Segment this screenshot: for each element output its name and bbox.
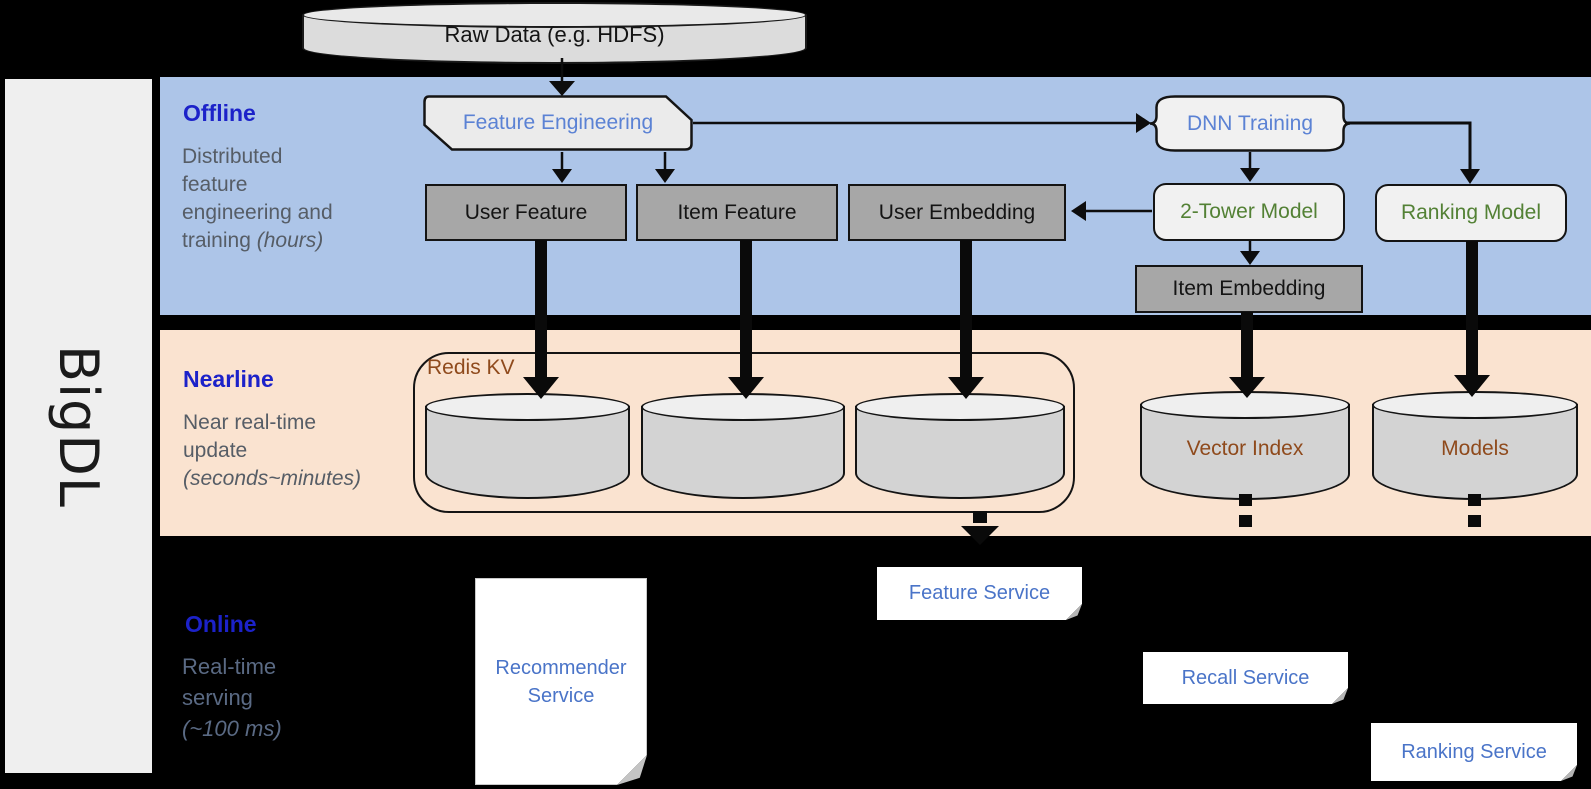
feature-service-node: Feature Service <box>877 567 1082 620</box>
raw-data-store: Raw Data (e.g. HDFS) <box>302 2 807 64</box>
offline-subtitle-line4: training (hours) <box>182 229 324 252</box>
raw-data-cylinder-top <box>302 2 807 28</box>
redis-cylinder-3-body <box>855 406 1065 499</box>
online-subtitle: Real-time serving (~100 ms) <box>182 651 282 744</box>
online-title: Online <box>185 611 257 637</box>
two-tower-model-label: 2-Tower Model <box>1180 200 1318 223</box>
online-subtitle-line2: serving <box>182 685 253 710</box>
offline-subtitle-line1: Distributed <box>182 145 283 168</box>
user-embedding-node: User Embedding <box>848 184 1066 241</box>
nearline-subtitle-line2: update <box>183 439 248 462</box>
redis-cylinder-2-top <box>641 393 845 421</box>
feature-service-label: Feature Service <box>908 582 1051 604</box>
feature-engineering-shape <box>423 95 693 151</box>
item-embedding-node: Item Embedding <box>1135 265 1363 313</box>
redis-cylinder-3 <box>855 393 1065 499</box>
models-cylinder-body <box>1372 404 1578 500</box>
recommender-service-label: Recommender Service <box>495 656 627 707</box>
document-fold-corner-icon <box>617 755 647 785</box>
fold-corner-icon <box>1332 688 1348 704</box>
online-subtitle-line1: Real-time <box>182 654 277 679</box>
redis-cylinder-2 <box>641 393 845 499</box>
vector-index-label: Vector Index <box>1186 437 1304 460</box>
nearline-subtitle: Near real-time update (seconds~minutes) <box>183 409 361 493</box>
ranking-service-label: Ranking Service <box>1401 740 1547 763</box>
bigdl-logo-text: BigDL <box>47 344 110 508</box>
raw-data-label: Raw Data (e.g. HDFS) <box>444 22 665 47</box>
models-store: Models <box>1372 391 1578 500</box>
recommender-service-node: Recommender Service <box>475 578 647 785</box>
ranking-service-node: Ranking Service <box>1371 723 1577 781</box>
models-label: Models <box>1441 437 1509 460</box>
dnn-training-shape <box>1149 95 1351 152</box>
fold-corner-icon <box>1561 765 1577 781</box>
feature-engineering-node: Feature Engineering <box>423 95 693 151</box>
redis-cylinder-1-body <box>425 406 630 499</box>
models-cylinder-top <box>1372 391 1578 419</box>
offline-subtitle-line2: feature <box>182 173 248 196</box>
user-feature-node: User Feature <box>425 184 627 241</box>
recall-service-label: Recall Service <box>1181 666 1310 689</box>
redis-cylinder-3-top <box>855 393 1065 421</box>
nearline-subtitle-line1: Near real-time <box>183 411 317 434</box>
fold-corner-icon <box>1066 604 1082 620</box>
offline-subtitle: Distributed feature engineering and trai… <box>182 143 333 255</box>
item-embedding-label: Item Embedding <box>1172 277 1326 300</box>
dnn-training-label: DNN Training <box>1186 111 1314 135</box>
nearline-subtitle-line3: (seconds~minutes) <box>183 467 361 490</box>
ranking-model-node: Ranking Model <box>1375 184 1567 242</box>
item-feature-node: Item Feature <box>636 184 838 241</box>
offline-subtitle-line3: engineering and <box>182 201 333 224</box>
dnn-training-node: DNN Training <box>1147 95 1353 152</box>
online-subtitle-line3: (~100 ms) <box>182 716 282 741</box>
redis-cylinder-1 <box>425 393 630 499</box>
two-tower-model-node: 2-Tower Model <box>1153 183 1345 241</box>
nearline-title: Nearline <box>183 366 274 392</box>
vector-index-store: Vector Index <box>1140 391 1350 500</box>
recall-service-node: Recall Service <box>1143 652 1348 704</box>
vector-index-cylinder-top <box>1140 391 1350 419</box>
ranking-model-label: Ranking Model <box>1400 201 1542 224</box>
offline-title: Offline <box>183 100 256 126</box>
redis-kv-label: Redis KV <box>427 356 515 379</box>
feature-engineering-label: Feature Engineering <box>462 111 654 134</box>
redis-cylinder-2-body <box>641 406 845 499</box>
user-feature-label: User Feature <box>464 200 588 224</box>
user-embedding-label: User Embedding <box>878 200 1036 224</box>
bigdl-sidebar: BigDL <box>5 79 152 773</box>
redis-cylinder-1-top <box>425 393 630 421</box>
item-feature-label: Item Feature <box>677 200 797 224</box>
